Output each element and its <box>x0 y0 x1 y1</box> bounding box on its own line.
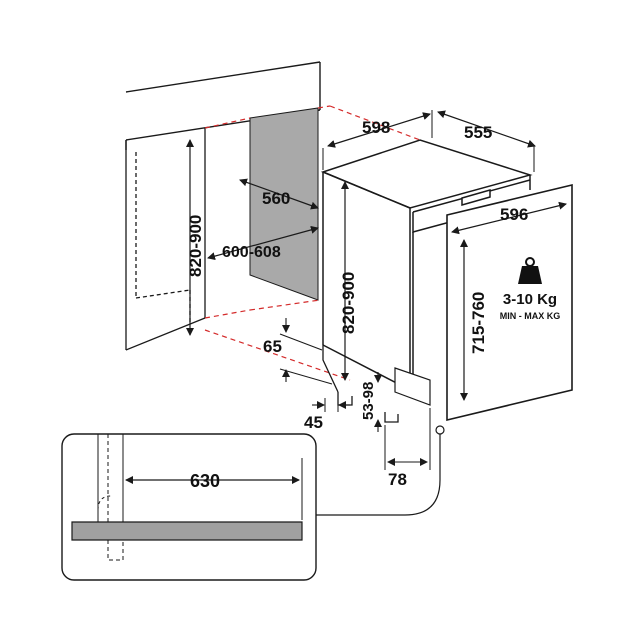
label-niche-height: 820-900 <box>186 215 205 277</box>
door-weight: 3-10 Kg MIN - MAX KG <box>500 257 561 321</box>
dim-plinth-height: 65 <box>263 318 333 385</box>
dim-door-height: 715-760 <box>460 239 488 401</box>
dim-foot-offset: 78 <box>384 408 431 489</box>
label-niche-depth: 560 <box>262 189 290 208</box>
weight-icon <box>518 257 542 284</box>
detail-view: 630 <box>61 433 317 581</box>
plinth <box>394 367 431 406</box>
label-plinth-recess: 45 <box>304 413 323 432</box>
dim-niche-depth: 560 <box>239 178 319 210</box>
label-foot-height: 53-98 <box>360 382 377 420</box>
dim-foot-height: 53-98 <box>360 372 382 432</box>
dim-plinth-recess: 45 <box>304 398 350 432</box>
label-appliance-width: 598 <box>362 118 390 137</box>
cabinet-niche-outline <box>125 128 206 351</box>
detail-countertop-bar <box>71 521 303 541</box>
label-appliance-height: 820-900 <box>339 272 358 334</box>
label-niche-width: 600-608 <box>222 244 281 261</box>
label-plinth-height: 65 <box>263 337 282 356</box>
dim-door-width: 596 <box>451 201 567 235</box>
door-weight-caption: MIN - MAX KG <box>500 311 561 321</box>
label-appliance-depth: 555 <box>464 123 492 142</box>
dim-appliance-depth: 555 <box>437 110 536 172</box>
label-foot-offset: 78 <box>388 470 407 489</box>
detail-callout <box>316 425 445 516</box>
dishwasher-body <box>320 139 533 391</box>
dim-niche-width: 600-608 <box>207 225 319 261</box>
dim-appliance-height: 820-900 <box>339 181 358 381</box>
label-door-width: 596 <box>500 205 528 224</box>
furniture-door <box>446 183 573 422</box>
dim-niche-height: 820-900 <box>186 139 205 336</box>
label-detail-width: 630 <box>190 471 220 491</box>
label-door-height: 715-760 <box>469 292 488 354</box>
dim-appliance-width: 598 <box>322 110 433 170</box>
door-weight-value: 3-10 Kg <box>503 291 557 308</box>
